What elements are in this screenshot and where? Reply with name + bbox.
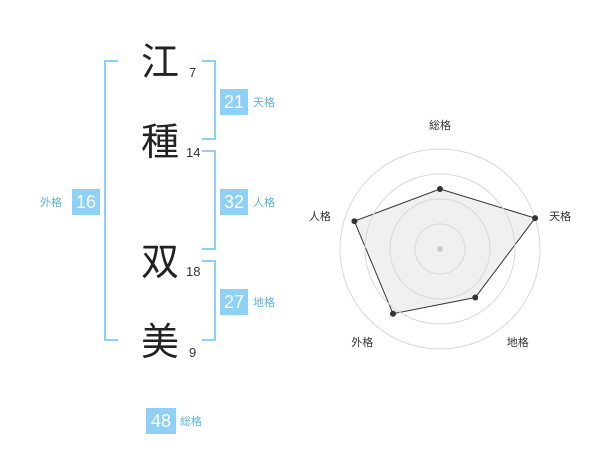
radar-ring (389, 198, 491, 300)
soukaku-value: 48 (146, 408, 176, 434)
tenkaku-label: 天格 (253, 96, 275, 109)
stroke-count-3: 18 (186, 264, 201, 279)
radar-axis-label: 人格 (309, 209, 331, 223)
tenkaku-bracket (202, 60, 216, 140)
soukaku-label: 総格 (180, 415, 202, 428)
name-char-2: 種 (140, 120, 179, 164)
gaikaku-label: 外格 (40, 196, 62, 209)
name-char-3: 双 (140, 240, 179, 284)
stroke-count-4: 9 (189, 345, 197, 360)
name-char-1: 江 (140, 40, 179, 84)
jinkaku-value: 32 (220, 189, 248, 215)
radar-axis-label: 外格 (351, 335, 373, 349)
radar-point-4 (389, 310, 396, 317)
name-char-4: 美 (140, 320, 179, 364)
tenkaku-value: 21 (220, 89, 248, 115)
radar-axis-label: 地格 (507, 335, 529, 349)
radar-point-5 (351, 218, 358, 225)
chikaku-value: 27 (220, 289, 248, 315)
radar-axis-label: 総格 (429, 118, 451, 132)
gaikaku-value: 16 (72, 189, 100, 215)
radar-axis-label: 天格 (549, 209, 571, 223)
radar-center-dot (437, 246, 443, 252)
jinkaku-label: 人格 (253, 196, 275, 209)
radar-point-1 (437, 186, 443, 192)
radar-ring (364, 173, 516, 325)
stroke-count-2: 14 (186, 145, 201, 160)
radar-ring (414, 223, 466, 275)
radar-point-3 (472, 294, 479, 301)
radar-point-2 (532, 215, 539, 222)
gaikaku-bracket (104, 60, 118, 341)
chikaku-bracket (202, 260, 216, 341)
stroke-count-1: 7 (189, 65, 197, 80)
chikaku-label: 地格 (253, 296, 275, 309)
jinkaku-bracket (202, 150, 216, 250)
